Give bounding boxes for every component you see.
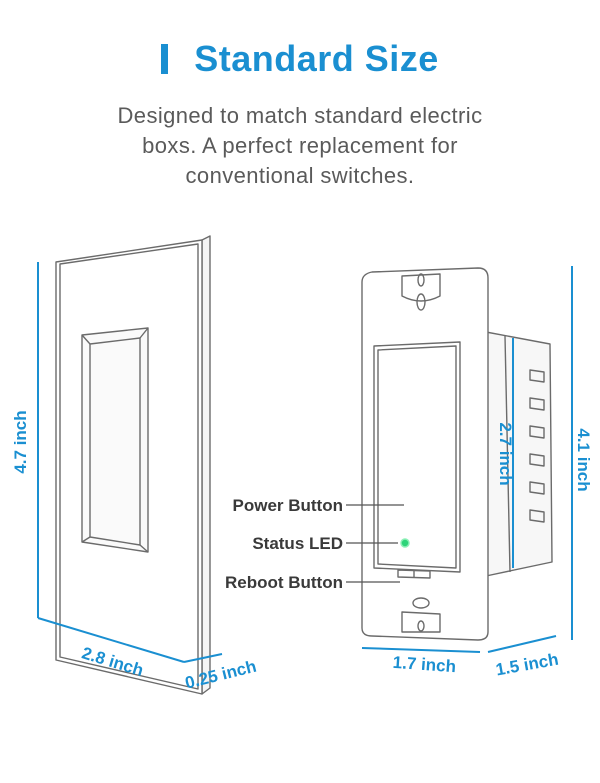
switch-dimension-lines <box>361 266 573 653</box>
switch-width-label: 1.7 inch <box>392 653 456 676</box>
smart-switch <box>361 267 553 641</box>
wall-plate <box>55 235 211 695</box>
description-line: boxs. A perfect replacement for <box>142 133 458 158</box>
page-title: Standard Size <box>194 38 439 79</box>
description-line: Designed to match standard electric <box>117 103 483 128</box>
accent-bar <box>161 44 169 74</box>
description: Designed to match standard electric boxs… <box>60 101 540 191</box>
status-led-label: Status LED <box>252 534 343 553</box>
reboot-button-label: Reboot Button <box>225 573 343 592</box>
header: Standard Size <box>0 38 600 80</box>
plate-dimension-lines <box>37 262 223 663</box>
plate-height-label: 4.7 inch <box>11 410 30 473</box>
paddle-height-label: 2.7 inch <box>496 422 515 485</box>
switch-depth-label: 1.5 inch <box>494 650 560 680</box>
switch-height-label: 4.1 inch <box>574 428 593 491</box>
power-button-label: Power Button <box>233 496 344 515</box>
status-led-indicator <box>400 538 410 548</box>
description-line: conventional switches. <box>185 163 415 188</box>
callout-leaders <box>346 504 404 583</box>
